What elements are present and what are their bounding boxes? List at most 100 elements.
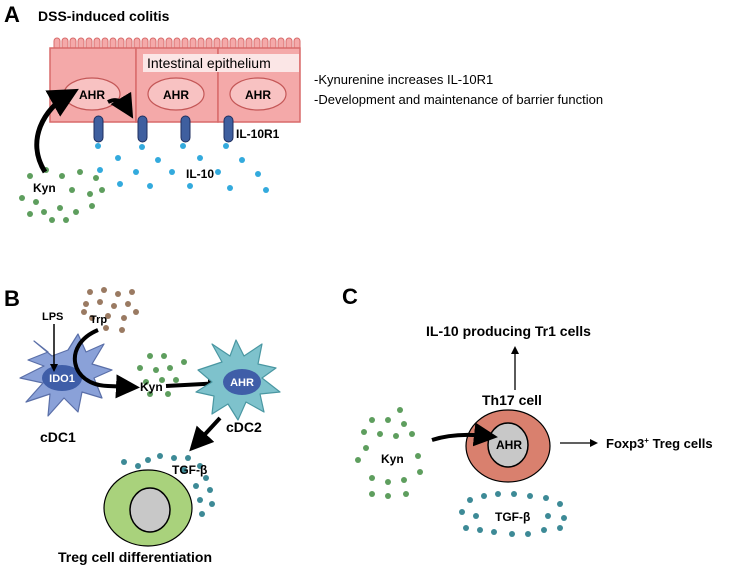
ahr-label-2: AHR [163, 88, 189, 102]
kyn-dot [363, 445, 369, 451]
kyn-dot [27, 211, 33, 217]
il10-dot [180, 143, 186, 149]
trp-dot [111, 303, 117, 309]
tgf-dot [509, 531, 515, 537]
il10-dot [97, 167, 103, 173]
kyn-dot [69, 187, 75, 193]
il10-dot [263, 187, 269, 193]
trp-dot [97, 299, 103, 305]
kyn-label-b: Kyn [140, 380, 163, 394]
kyn-dot [401, 477, 407, 483]
il10-dot [117, 181, 123, 187]
tgf-dot [541, 527, 547, 533]
kyn-to-ahr-arrow [34, 88, 79, 174]
kyn-to-th17-arrow [431, 422, 498, 447]
kyn-dot [167, 365, 173, 371]
kyn-dot [385, 479, 391, 485]
cdc2-nucleus [223, 369, 261, 395]
kyn-dot [369, 475, 375, 481]
trp-dot [87, 289, 93, 295]
kyn-dot [137, 365, 143, 371]
panel-c-dots [355, 407, 567, 537]
lps-label: LPS [42, 311, 63, 323]
treg-nucleus [129, 487, 171, 533]
kyn-dot [153, 367, 159, 373]
note-2: -Development and maintenance of barrier … [314, 92, 603, 107]
trp-dot [83, 301, 89, 307]
panel-a-title: DSS-induced colitis [38, 8, 170, 24]
il10-dot [139, 144, 145, 150]
tgf-dot [511, 491, 517, 497]
receptor-2 [137, 115, 148, 143]
note-1: -Kynurenine increases IL-10R1 [314, 72, 493, 87]
kyn-dot [87, 191, 93, 197]
receptor-3 [180, 115, 191, 143]
tgf-dot [467, 497, 473, 503]
kyn-dot [417, 469, 423, 475]
tgf-dot [135, 463, 141, 469]
kyn-label-a: Kyn [33, 181, 56, 195]
tr1-label: IL-10 producing Tr1 cells [426, 323, 591, 339]
tgf-dot [557, 525, 563, 531]
kyn-dot [369, 491, 375, 497]
tgf-dot [463, 525, 469, 531]
kyn-dot [73, 209, 79, 215]
panel-a-dots [19, 143, 269, 223]
kyn-dot [159, 377, 165, 383]
kyn-dot [33, 199, 39, 205]
kyn-dot [173, 377, 179, 383]
kyn-dot [143, 379, 149, 385]
receptor-4 [223, 115, 234, 143]
kyn-dot [369, 417, 375, 423]
il10-dot [223, 143, 229, 149]
kyn-dot [401, 421, 407, 427]
trp-label: Trp [90, 314, 107, 326]
epithelium-label-bg [143, 54, 299, 72]
kyn-dot [385, 417, 391, 423]
tgf-dot [473, 513, 479, 519]
tgf-dot [185, 455, 191, 461]
tgf-dot [197, 463, 203, 469]
il10-dot [187, 183, 193, 189]
tgf-dot [527, 493, 533, 499]
tgf-dot [525, 531, 531, 537]
kyn-dot [161, 353, 167, 359]
kyn-dot [49, 217, 55, 223]
kyn-dot [89, 203, 95, 209]
trp-dot [89, 315, 95, 321]
kyn-dot [393, 433, 399, 439]
ahr-label-b: AHR [230, 377, 254, 389]
il10-dot [133, 169, 139, 175]
tgf-dot [203, 475, 209, 481]
trp-dot [115, 291, 121, 297]
kyn-dot [147, 353, 153, 359]
il10-dot [255, 171, 261, 177]
panel-c-letter: C [342, 284, 358, 309]
kyn-dot [361, 429, 367, 435]
il10-label: IL-10 [186, 167, 214, 181]
il10-dot [115, 155, 121, 161]
tgf-dot [477, 527, 483, 533]
tgf-dot [459, 509, 465, 515]
tgf-dot [193, 483, 199, 489]
treg-differentiation-label: Treg cell differentiation [58, 549, 212, 565]
tgf-label-b: TGF-β [172, 463, 207, 477]
il10-dot [197, 155, 203, 161]
trp-dot [105, 313, 111, 319]
ahr-label-3: AHR [245, 88, 271, 102]
tgf-dot [171, 455, 177, 461]
kyn-dot [27, 173, 33, 179]
tgf-dot [561, 515, 567, 521]
kyn-dot [57, 205, 63, 211]
trp-dot [121, 315, 127, 321]
kyn-dot [165, 391, 171, 397]
kyn-dot [59, 173, 65, 179]
kyn-dot [63, 217, 69, 223]
panel-a-letter: A [4, 2, 20, 27]
trp-dot [81, 309, 87, 315]
trp-dot [101, 287, 107, 293]
tgf-dot [157, 453, 163, 459]
nucleus-3 [229, 77, 287, 111]
kyn-dot [19, 195, 25, 201]
tgf-label-c: TGF-β [495, 510, 530, 524]
